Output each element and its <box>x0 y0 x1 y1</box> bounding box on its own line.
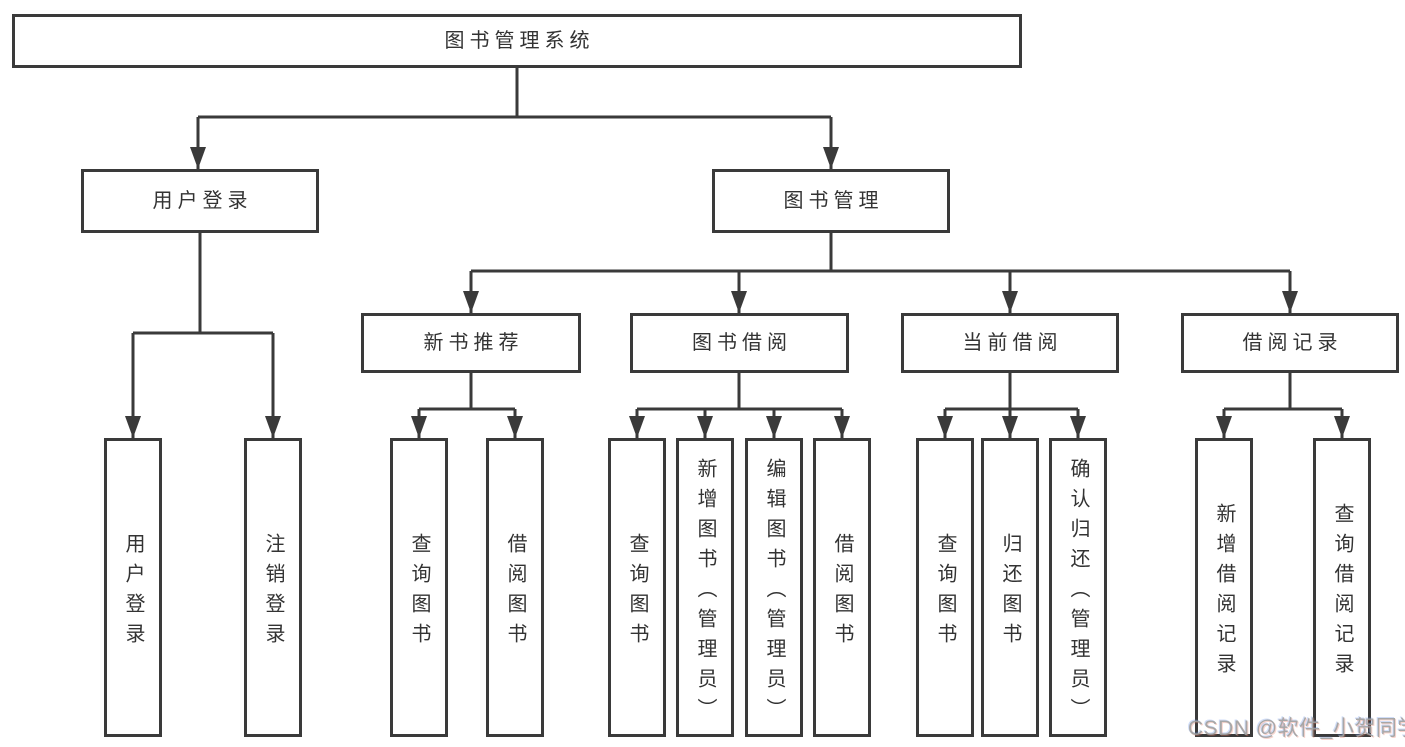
node-book-management: 图书管理 <box>712 169 950 233</box>
leaf-edit-books-admin: 编辑图书（管理员） <box>745 438 803 737</box>
node-user-login: 用户登录 <box>81 169 319 233</box>
node-label: 借阅图书 <box>831 532 853 653</box>
node-label: 查询图书 <box>934 532 956 653</box>
node-label: 查询借阅记录 <box>1331 502 1353 683</box>
node-label: 查询图书 <box>626 532 648 653</box>
node-current-borrowing: 当前借阅 <box>901 313 1119 373</box>
node-label: 借阅记录 <box>1242 332 1343 354</box>
node-book-borrowing: 图书借阅 <box>630 313 849 373</box>
node-label: 查询图书 <box>408 532 430 653</box>
node-borrowing-records: 借阅记录 <box>1181 313 1399 373</box>
leaf-query-books-3: 查询图书 <box>916 438 974 737</box>
csdn-watermark: CSDN @软件_小贺同学 <box>1188 717 1405 740</box>
node-label: 借阅图书 <box>504 532 526 653</box>
node-new-book-recommendation: 新书推荐 <box>361 313 581 373</box>
leaf-query-books-1: 查询图书 <box>390 438 448 737</box>
node-label: 用户登录 <box>122 532 144 653</box>
leaf-confirm-return-admin: 确认归还（管理员） <box>1049 438 1107 737</box>
node-label: 图书管理 <box>783 190 884 212</box>
node-label: 新书推荐 <box>423 332 524 354</box>
node-label: 归还图书 <box>999 532 1021 653</box>
node-label: 确认归还（管理员） <box>1067 457 1089 728</box>
node-library-management-system: 图书管理系统 <box>12 14 1022 68</box>
node-label: 新增借阅记录 <box>1213 502 1235 683</box>
node-label: 图书管理系统 <box>444 30 595 52</box>
edge-arrows <box>125 117 1350 438</box>
leaf-query-borrow-record: 查询借阅记录 <box>1313 438 1371 737</box>
leaf-logout: 注销登录 <box>244 438 302 737</box>
leaf-borrow-books-1: 借阅图书 <box>486 438 544 737</box>
leaf-add-borrow-record: 新增借阅记录 <box>1195 438 1253 737</box>
leaf-return-books: 归还图书 <box>981 438 1039 737</box>
node-label: 编辑图书（管理员） <box>763 457 785 728</box>
node-label: 注销登录 <box>262 532 284 653</box>
leaf-user-login: 用户登录 <box>104 438 162 737</box>
node-label: 图书借阅 <box>692 332 792 354</box>
leaf-query-books-2: 查询图书 <box>608 438 666 737</box>
leaf-add-books-admin: 新增图书（管理员） <box>676 438 734 737</box>
leaf-borrow-books-2: 借阅图书 <box>813 438 871 737</box>
edge-trunks <box>133 68 1342 411</box>
node-label: 新增图书（管理员） <box>694 457 716 728</box>
node-label: 用户登录 <box>152 190 253 212</box>
node-label: 当前借阅 <box>962 332 1063 354</box>
